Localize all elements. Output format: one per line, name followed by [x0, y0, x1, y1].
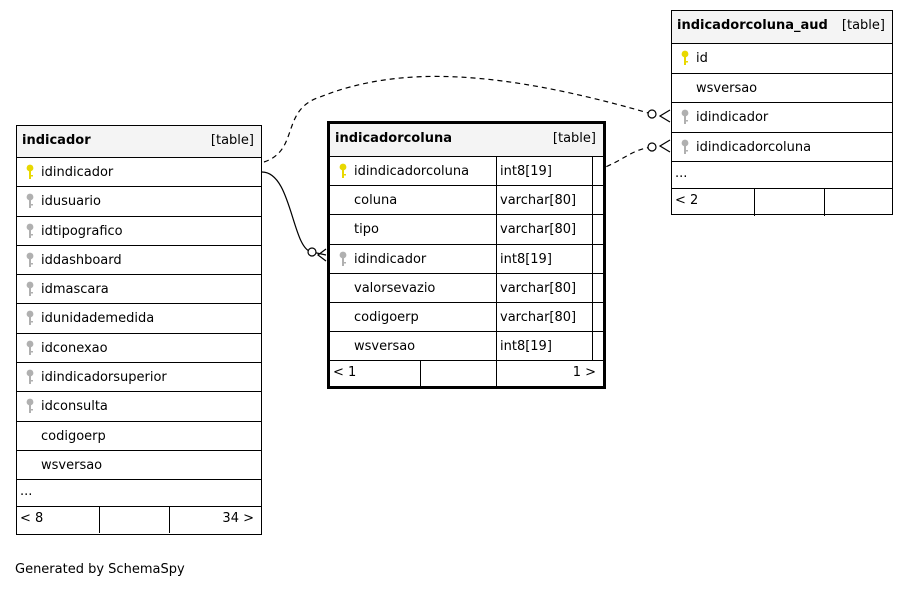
column-name: id [696, 51, 708, 66]
column-row-idindicadorsuperior[interactable]: idindicadorsuperior [17, 363, 261, 393]
table-name: indicadorcoluna [335, 131, 452, 146]
column-row-idmascara[interactable]: idmascara [17, 275, 261, 305]
relationship-indicadorcoluna-aud [597, 146, 653, 171]
column-row-idtipografico[interactable]: idtipografico [17, 217, 261, 246]
column-name: idconexao [41, 340, 108, 356]
relationship-indicador-aud [263, 75, 653, 163]
children-count[interactable]: 34 > [222, 511, 254, 527]
relationship-indicador-indicadorcoluna [261, 171, 327, 256]
column-row-codigoerp[interactable]: codigoerp varchar[80] [330, 303, 603, 333]
foreign-key-icon [25, 281, 35, 297]
column-row-coluna[interactable]: coluna varchar[80] [330, 186, 603, 216]
column-row-codigoerp[interactable]: codigoerp [17, 422, 261, 451]
foreign-key-icon [680, 139, 690, 155]
table-kind: [table] [552, 131, 596, 146]
table-footer: < 1 1 > [330, 361, 603, 389]
primary-key-icon [680, 50, 690, 66]
table-indicadorcoluna-aud[interactable]: indicadorcoluna_aud [table] id wsversao id… [671, 10, 893, 216]
column-row-idconexao[interactable]: idconexao [17, 334, 261, 364]
column-name: wsversao [696, 80, 758, 96]
column-name: idconsulta [41, 399, 108, 415]
table-kind: [table] [210, 133, 254, 148]
table-header[interactable]: indicadorcoluna_aud [table] [672, 11, 892, 44]
column-name: coluna [354, 193, 398, 209]
children-count[interactable]: 1 > [572, 365, 596, 381]
relationship-optional-marker [647, 142, 657, 152]
column-name: idindicadorsuperior [41, 370, 167, 386]
column-name: iddashboard [41, 252, 122, 268]
column-name: wsversao [354, 339, 416, 355]
column-row-idusuario[interactable]: idusuario [17, 187, 261, 217]
column-name: idtipografico [41, 223, 123, 239]
table-name: indicadorcoluna_aud [677, 18, 828, 33]
relationship-crowfoot-marker [658, 139, 671, 153]
column-row-wsversao[interactable]: wsversao int8[19] [330, 332, 603, 362]
table-header[interactable]: indicador [table] [17, 126, 261, 158]
foreign-key-icon [338, 251, 348, 267]
column-type: int8[19] [500, 339, 552, 355]
table-indicadorcoluna[interactable]: indicadorcoluna [table] idindicadorcolun… [327, 121, 606, 389]
column-type: varchar[80] [500, 309, 577, 325]
primary-key-icon [338, 163, 348, 179]
foreign-key-icon [25, 193, 35, 209]
column-row-id[interactable]: id [672, 44, 892, 74]
column-row-idindicador[interactable]: idindicador int8[19] [330, 245, 603, 274]
column-row-wsversao[interactable]: wsversao [17, 451, 261, 481]
column-name: idunidademedida [41, 311, 155, 327]
column-name: idindicador [696, 110, 769, 125]
column-row-idunidademedida[interactable]: idunidademedida [17, 304, 261, 334]
table-footer: < 2 [672, 189, 892, 216]
column-name: idindicadorcoluna [696, 139, 812, 155]
foreign-key-icon [25, 340, 35, 356]
parents-count[interactable]: < 2 [675, 193, 699, 208]
column-type: int8[19] [500, 164, 552, 179]
column-row-iddashboard[interactable]: iddashboard [17, 246, 261, 276]
column-name: wsversao [41, 457, 103, 473]
foreign-key-icon [25, 310, 35, 326]
column-row-idindicador[interactable]: idindicador [17, 158, 261, 188]
column-name: idmascara [41, 282, 109, 298]
column-name: valorsevazio [354, 280, 436, 296]
credit-text: Generated by SchemaSpy [15, 562, 185, 577]
foreign-key-icon [25, 398, 35, 414]
foreign-key-icon [25, 223, 35, 239]
column-row-idindicadorcoluna[interactable]: idindicadorcoluna int8[19] [330, 157, 603, 187]
column-name: idusuario [41, 194, 101, 210]
column-name: codigoerp [354, 309, 419, 325]
parents-count[interactable]: < 8 [20, 511, 44, 527]
column-name: idindicador [354, 251, 427, 267]
foreign-key-icon [25, 369, 35, 385]
column-row-idindicador[interactable]: idindicador [672, 103, 892, 133]
table-name: indicador [22, 133, 91, 148]
column-row-valorsevazio[interactable]: valorsevazio varchar[80] [330, 274, 603, 303]
table-indicador[interactable]: indicador [table] idindicador idusuario id… [16, 125, 262, 535]
more-columns: ... [17, 480, 261, 508]
column-row-idindicadorcoluna[interactable]: idindicadorcoluna [672, 133, 892, 162]
relationship-crowfoot-marker [658, 109, 671, 123]
foreign-key-icon [25, 252, 35, 268]
column-type: int8[19] [500, 251, 552, 267]
parents-count[interactable]: < 1 [333, 365, 357, 381]
column-name: idindicadorcoluna [354, 164, 470, 179]
column-row-tipo[interactable]: tipo varchar[80] [330, 215, 603, 245]
column-name: codigoerp [41, 428, 106, 444]
relationship-optional-marker [647, 109, 657, 119]
table-header[interactable]: indicadorcoluna [table] [330, 124, 603, 157]
relationship-optional-marker [307, 247, 317, 257]
column-name: idindicador [41, 165, 114, 180]
table-kind: [table] [841, 18, 885, 33]
column-type: varchar[80] [500, 193, 577, 209]
column-row-wsversao[interactable]: wsversao [672, 74, 892, 103]
column-type: varchar[80] [500, 280, 577, 296]
relationship-crowfoot-marker [317, 248, 327, 262]
column-name: tipo [354, 222, 379, 238]
table-footer: < 8 34 > [17, 507, 261, 534]
column-type: varchar[80] [500, 222, 577, 238]
primary-key-icon [25, 164, 35, 180]
column-row-idconsulta[interactable]: idconsulta [17, 392, 261, 422]
more-columns: ... [672, 162, 892, 189]
foreign-key-icon [680, 109, 690, 125]
